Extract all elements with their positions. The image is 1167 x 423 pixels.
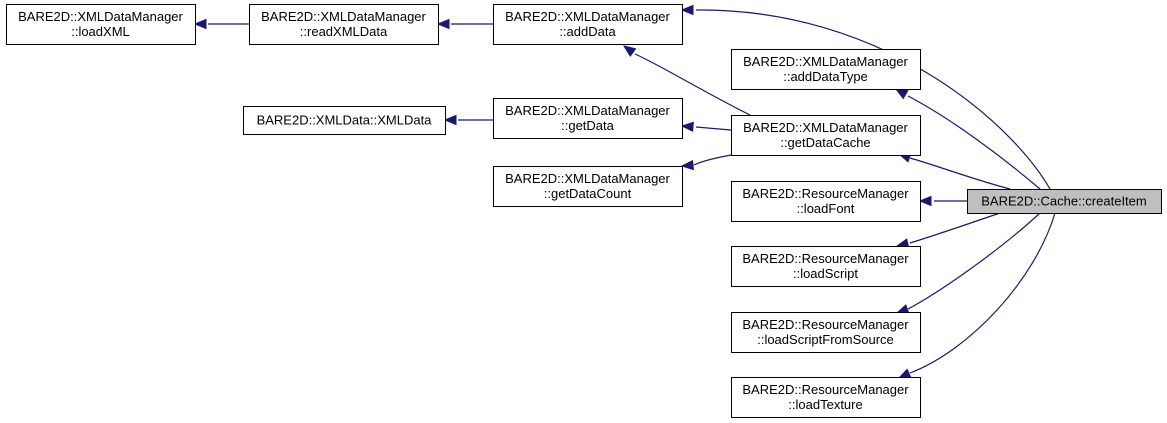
edge-createItem-to-loadTexture — [897, 212, 1056, 379]
arrowhead-icon — [680, 4, 694, 16]
node-loadxml[interactable]: BARE2D::XMLDataManager::loadXML — [6, 4, 196, 45]
edge-getDataCache-to-addData — [622, 45, 751, 116]
edge-line — [909, 157, 1011, 190]
edge-getDataCache-to-getData — [680, 121, 732, 133]
arrowhead-icon — [443, 114, 457, 126]
node-label-line: BARE2D::XMLDataManager — [505, 171, 670, 186]
node-label-line: BARE2D::XMLDataManager — [743, 54, 908, 69]
node-label-line: ::getDataCache — [780, 135, 870, 150]
nodes-layer: BARE2D::XMLDataManager::loadXMLBARE2D::X… — [6, 4, 1162, 418]
node-label-line: ::addDataType — [783, 69, 868, 84]
node-label-line: BARE2D::XMLDataManager — [505, 9, 670, 24]
arrowhead-icon — [918, 195, 932, 207]
edge-line — [693, 154, 732, 166]
node-label-line: BARE2D::XMLData::XMLData — [257, 113, 433, 128]
arrowhead-icon — [436, 18, 450, 30]
node-loadfont[interactable]: BARE2D::ResourceManager::loadFont — [731, 181, 921, 222]
node-label-line: BARE2D::XMLDataManager — [743, 120, 908, 135]
node-getdatacount[interactable]: BARE2D::XMLDataManager::getDataCount — [493, 166, 683, 207]
node-label-line: ::loadFont — [797, 201, 855, 216]
node-loadscript[interactable]: BARE2D::ResourceManager::loadScript — [731, 246, 921, 287]
arrowhead-icon — [894, 88, 909, 100]
edge-readXMLData-to-loadXML — [193, 18, 249, 30]
node-loadscriptfromsource[interactable]: BARE2D::ResourceManager::loadScriptFromS… — [731, 312, 921, 353]
node-label-line: ::getData — [561, 118, 615, 133]
edge-createItem-to-loadFont — [918, 195, 967, 207]
node-xmldata[interactable]: BARE2D::XMLData::XMLData — [243, 106, 446, 135]
node-label-line: BARE2D::XMLDataManager — [18, 9, 183, 24]
edges-layer — [193, 4, 1056, 379]
edge-line — [909, 212, 1056, 374]
edge-line — [907, 212, 1041, 310]
node-box — [967, 189, 1162, 214]
edge-line — [634, 53, 751, 116]
node-label-line: BARE2D::XMLDataManager — [261, 9, 426, 24]
arrowhead-icon — [680, 121, 694, 133]
node-label-line: ::getDataCount — [544, 186, 632, 201]
node-box — [249, 4, 439, 45]
edge-getDataCache-to-getDataCount — [680, 154, 732, 171]
node-label-line: ::readXMLData — [300, 24, 388, 39]
node-label-line: BARE2D::ResourceManager — [742, 382, 909, 397]
node-box — [731, 115, 921, 156]
node-label-line: ::loadXML — [71, 24, 130, 39]
node-adddata[interactable]: BARE2D::XMLDataManager::addData — [493, 4, 683, 45]
node-getdata[interactable]: BARE2D::XMLDataManager::getData — [493, 98, 683, 139]
node-box — [731, 312, 921, 353]
node-label-line: ::addData — [559, 24, 616, 39]
node-box — [731, 49, 921, 90]
node-box — [493, 4, 683, 45]
node-label-line: BARE2D::Cache::createItem — [981, 194, 1146, 209]
node-label-line: ::loadScript — [793, 266, 858, 281]
edge-line — [907, 95, 1041, 190]
node-label-line: ::loadTexture — [788, 397, 862, 412]
edge-line — [909, 212, 1001, 244]
node-box — [493, 98, 683, 139]
edge-addData-to-readXMLData — [436, 18, 493, 30]
node-box — [6, 4, 196, 45]
arrowhead-icon — [680, 159, 694, 171]
node-label-line: BARE2D::ResourceManager — [742, 251, 909, 266]
arrowhead-icon — [193, 18, 207, 30]
node-createitem: BARE2D::Cache::createItem — [967, 189, 1162, 214]
node-label-line: BARE2D::ResourceManager — [742, 317, 909, 332]
edge-line — [695, 126, 732, 131]
node-label-line: BARE2D::ResourceManager — [742, 186, 909, 201]
node-box — [493, 166, 683, 207]
node-loadtexture[interactable]: BARE2D::ResourceManager::loadTexture — [731, 377, 921, 418]
node-box — [731, 377, 921, 418]
arrowhead-icon — [622, 45, 637, 58]
arrowhead-icon — [897, 368, 912, 379]
node-label-line: ::loadScriptFromSource — [757, 332, 894, 347]
edge-line — [695, 9, 1051, 190]
node-box — [731, 246, 921, 287]
node-getdatacache[interactable]: BARE2D::XMLDataManager::getDataCache — [731, 115, 921, 156]
edge-getData-to-XMLData — [443, 114, 493, 126]
node-box — [731, 181, 921, 222]
node-adddatatype[interactable]: BARE2D::XMLDataManager::addDataType — [731, 49, 921, 90]
node-label-line: BARE2D::XMLDataManager — [505, 103, 670, 118]
node-readxmldata[interactable]: BARE2D::XMLDataManager::readXMLData — [249, 4, 439, 45]
node-box — [243, 106, 446, 135]
edge-createItem-to-addData — [680, 4, 1051, 190]
